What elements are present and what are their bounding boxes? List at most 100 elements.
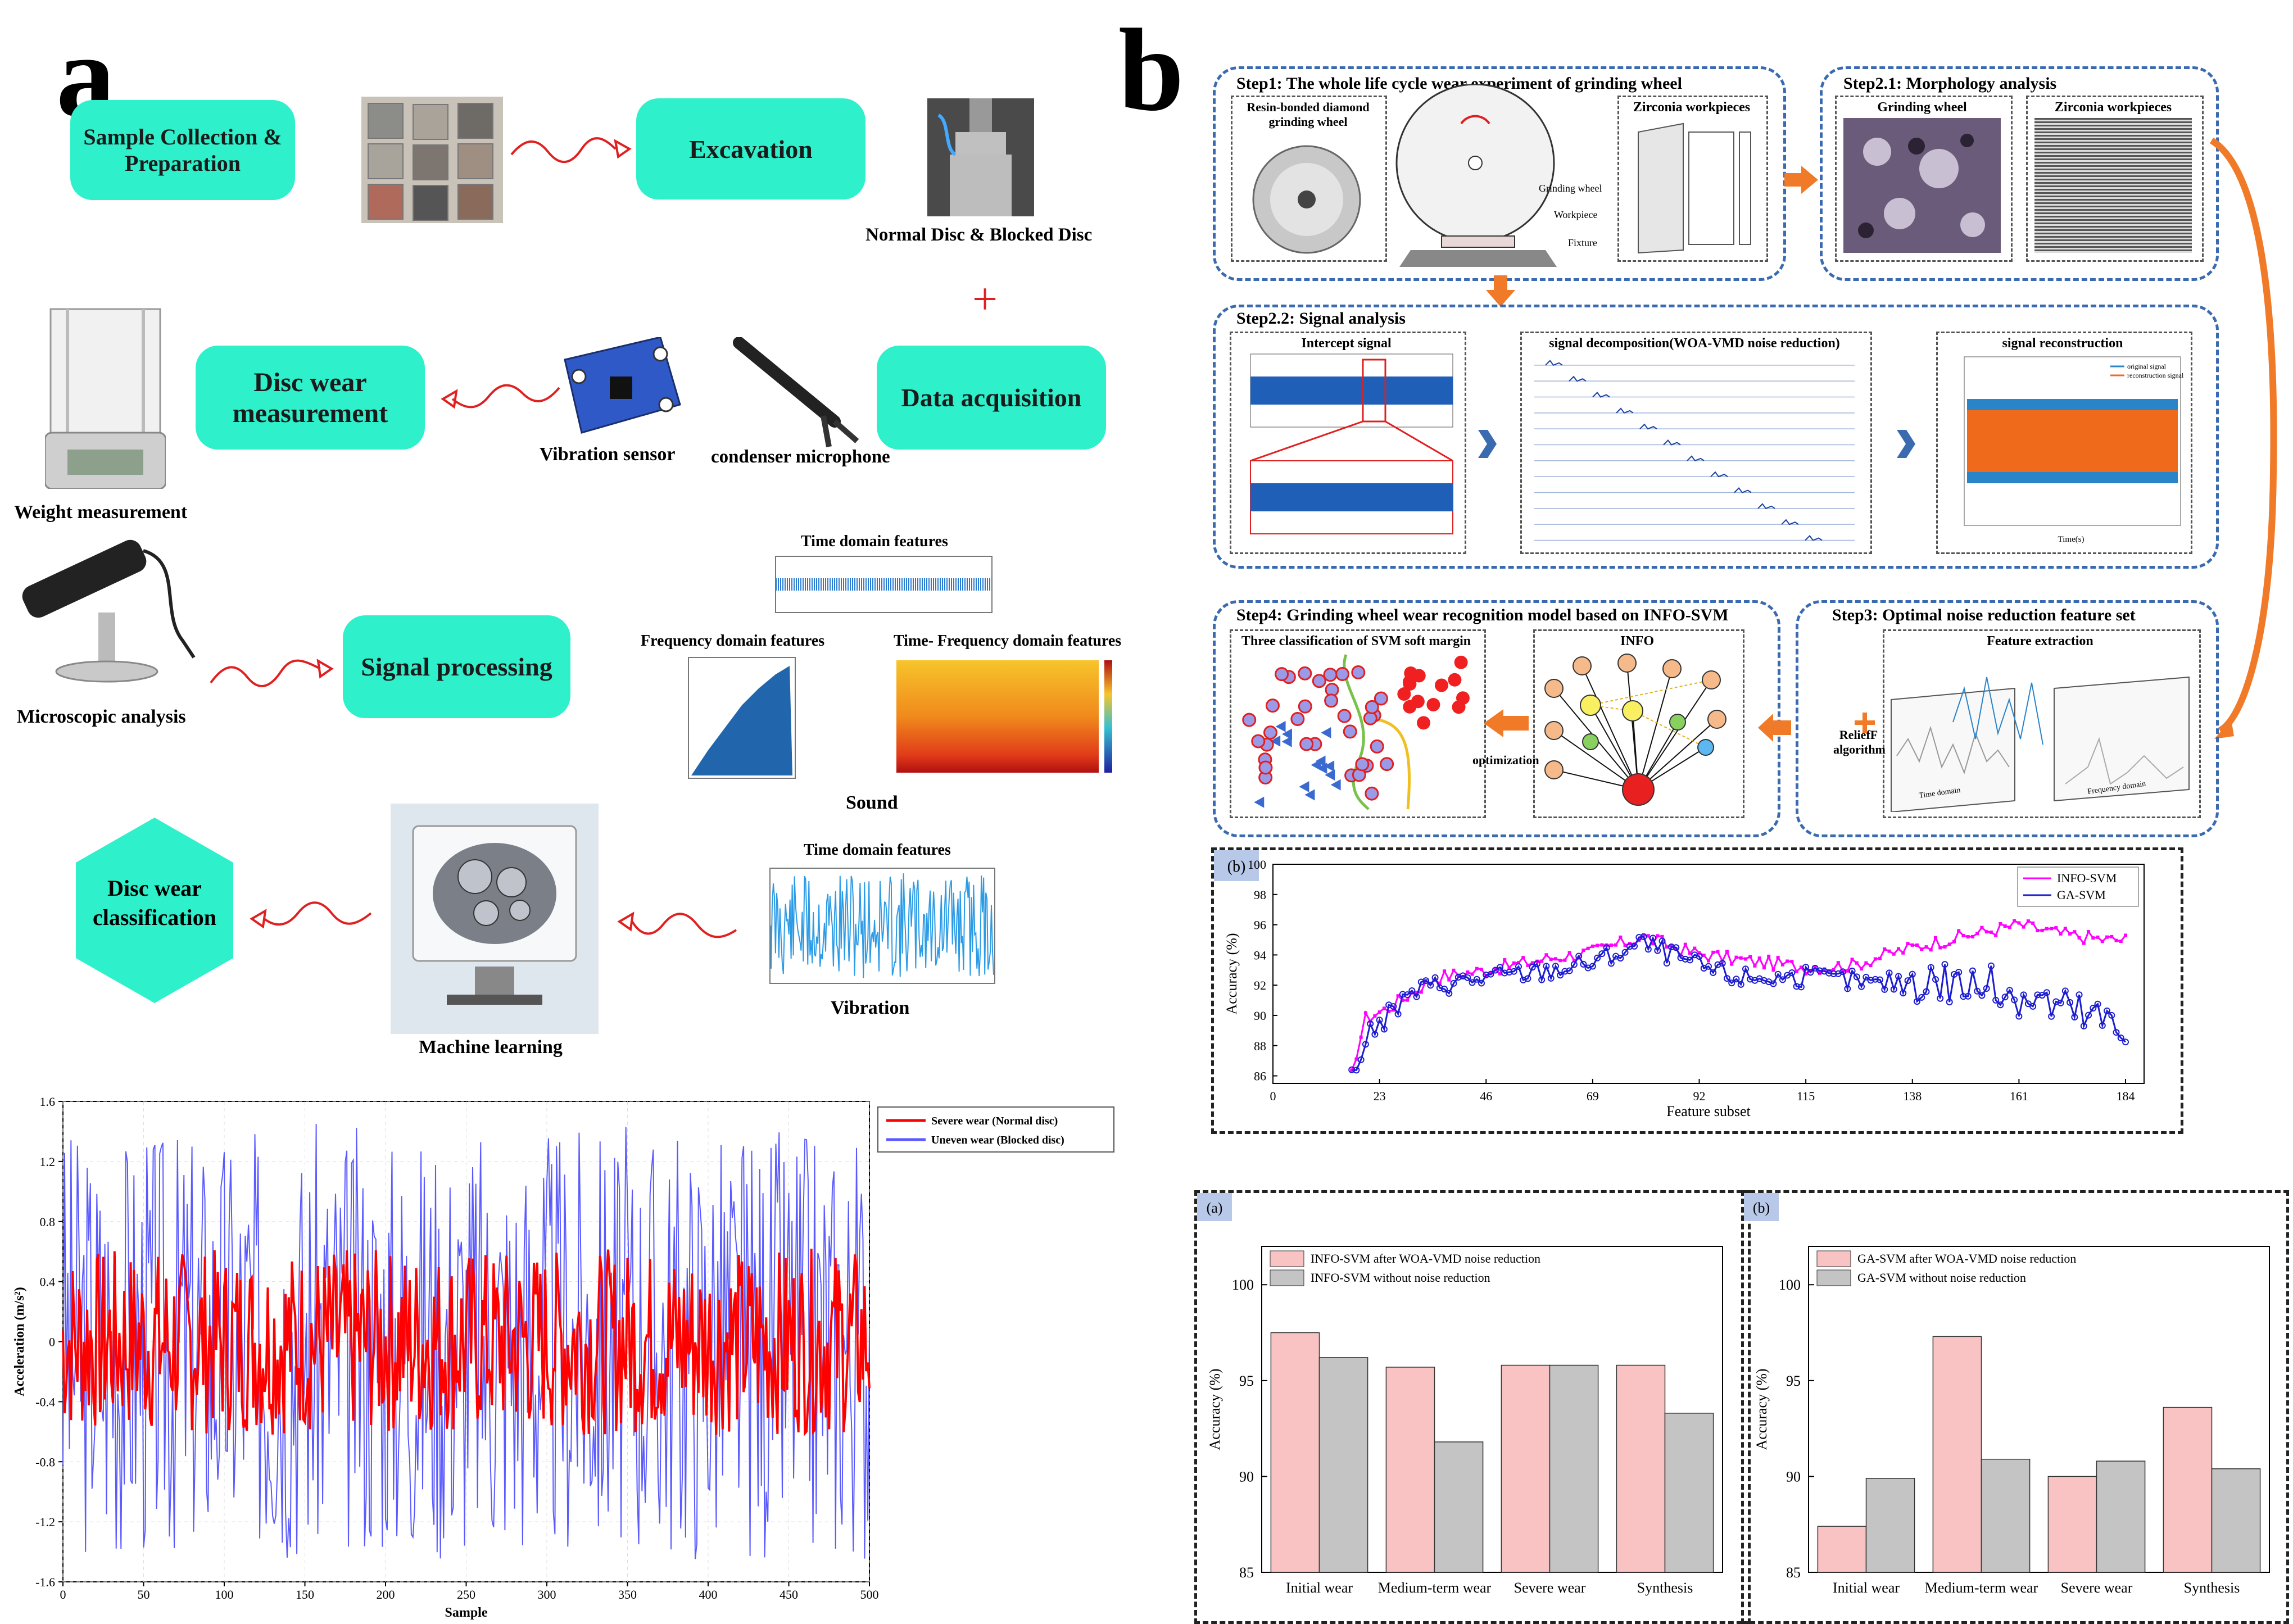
weighing-scale-photo	[45, 308, 166, 489]
series-point	[1779, 976, 1786, 983]
series-point	[1487, 970, 1494, 978]
category-label: Severe wear	[1514, 1580, 1586, 1596]
series-point	[1909, 970, 1916, 978]
series-point	[2050, 927, 2054, 931]
series-point	[1529, 964, 1536, 971]
series-point	[1802, 964, 1810, 971]
legend-swatch	[1816, 1250, 1851, 1267]
panel-label: (a)	[1207, 1200, 1223, 1216]
arrow-to-disc-wear	[441, 384, 560, 409]
x-tick-label: 100	[215, 1587, 234, 1602]
series-point	[1380, 1026, 1388, 1033]
series-point	[1521, 956, 1525, 960]
series-point	[1955, 969, 1963, 976]
series-point	[1887, 949, 1891, 953]
svm-circle	[1275, 667, 1289, 682]
series-point	[2076, 991, 2083, 999]
svm-circle	[1265, 698, 1280, 713]
x-tick-label: 115	[1797, 1089, 1815, 1103]
series-point	[1730, 962, 1734, 966]
series-point	[1498, 972, 1502, 976]
bar	[1270, 1332, 1320, 1573]
series-point	[1623, 943, 1627, 947]
x-axis-label: Sample	[445, 1605, 487, 1620]
series-point	[1357, 1056, 1365, 1063]
series-point	[1733, 976, 1740, 983]
vibration-time-domain-title: Time domain features	[804, 841, 951, 859]
decomposition-plot	[1534, 360, 1855, 541]
series-point	[1978, 992, 1986, 999]
category-label: Severe wear	[2061, 1580, 2133, 1596]
series-point	[2011, 996, 2018, 1004]
usb-microscope-photo	[22, 539, 196, 683]
series-point	[2114, 938, 2118, 942]
series-point	[1362, 1041, 1369, 1048]
arrow-step1-to-step21	[1784, 166, 1818, 194]
y-tick-label: 90	[1239, 1468, 1254, 1485]
machine-learning-caption: Machine learning	[419, 1037, 563, 1058]
series-point	[1883, 947, 1887, 951]
series-point	[1607, 960, 1615, 967]
imf-peak	[1639, 423, 1657, 430]
svm-red-dot	[1397, 687, 1411, 701]
series-point	[1927, 964, 1934, 971]
machine-learning-image	[391, 804, 599, 1034]
sound-caption: Sound	[846, 792, 898, 813]
series-point	[1626, 943, 1633, 950]
weight-measurement-caption: Weight measurement	[14, 502, 188, 523]
series-point	[2022, 925, 2025, 929]
series-point	[1858, 983, 1865, 990]
condenser-microphone-caption: condenser microphone	[711, 447, 890, 467]
panel-b-letter: b	[1118, 5, 1184, 135]
series-point	[1767, 954, 1771, 958]
signal-processing-box: Signal processing	[343, 615, 570, 718]
imf-peak	[1545, 360, 1563, 366]
series-point	[1719, 960, 1726, 967]
series-point	[1987, 962, 1995, 969]
series-point	[1631, 942, 1638, 950]
svm-circle	[1370, 739, 1384, 754]
series-point	[1710, 969, 1717, 976]
series-point	[1946, 999, 1953, 1006]
series-point	[1544, 953, 1548, 957]
series-point	[1456, 973, 1460, 977]
series-point	[2036, 929, 2040, 933]
series-point	[2077, 936, 2081, 940]
series-point	[1960, 993, 1967, 1000]
series-point	[2031, 921, 2035, 925]
series-point	[1723, 975, 1730, 982]
svm-triangle	[1281, 736, 1292, 747]
category-label: Initial wear	[1833, 1580, 1900, 1596]
series-point	[2100, 940, 2104, 943]
y-tick-label: 0.8	[40, 1215, 56, 1229]
intercept-signal-plot	[1250, 353, 1453, 534]
morph-zirconia-title: Zirconia workpieces	[2054, 100, 2172, 115]
series-point	[2099, 1022, 2106, 1029]
feature-extraction-title: Feature extraction	[1987, 634, 2093, 648]
recon-legend-original: original signal	[2127, 362, 2167, 370]
resin-wheel-image	[1252, 145, 1361, 254]
series-point	[1673, 944, 1680, 951]
bar	[1817, 1526, 1867, 1573]
morph-zirconia-frame	[2026, 96, 2204, 262]
series-point	[1572, 958, 1576, 962]
series-point	[1957, 929, 1961, 933]
frequency-domain-features-title: Frequency domain features	[641, 632, 825, 650]
imf-peak	[1663, 439, 1681, 446]
series-point	[1466, 970, 1470, 974]
series-point	[2119, 940, 2123, 943]
series-point	[1580, 960, 1587, 968]
info-title: INFO	[1620, 634, 1654, 648]
series-point	[1994, 933, 1998, 937]
category-label: Medium-term wear	[1925, 1580, 2038, 1596]
step22-frame	[1213, 305, 2219, 569]
arrow-step3-to-step4	[1758, 714, 1791, 742]
series-point	[1642, 933, 1646, 937]
series-point	[1553, 957, 1557, 961]
vibration-time-domain-plot	[769, 868, 995, 984]
series-point	[1776, 956, 1780, 960]
svm-triangle	[1330, 779, 1341, 791]
recon-frame	[1936, 332, 2192, 554]
y-axis-label: Accuracy (%)	[1753, 1368, 1770, 1450]
